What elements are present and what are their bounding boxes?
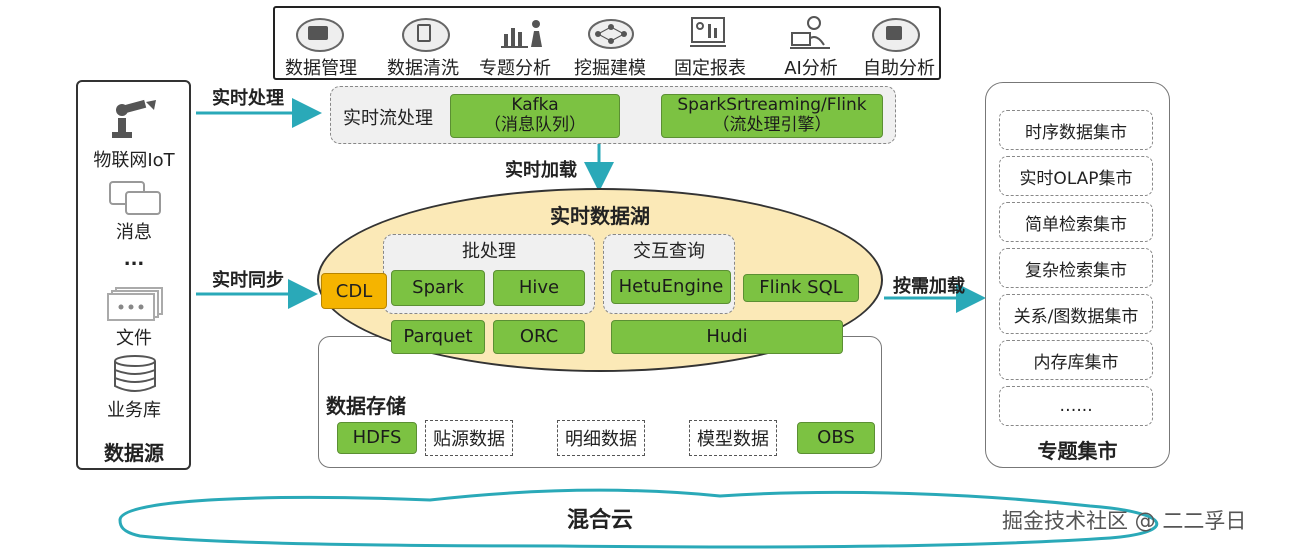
tool-label-fixed-report: 固定报表 [674, 58, 746, 79]
tool-label-ai-analysis: AI分析 [784, 58, 838, 79]
mart-relational-graph: 关系/图数据集市 [999, 294, 1153, 334]
source-file-label: 文件 [116, 328, 152, 349]
tool-icon-ai-analysis [790, 15, 832, 51]
data-lake-title: 实时数据湖 [550, 203, 650, 228]
obs-box: OBS [797, 422, 875, 454]
mart-simple-search: 简单检索集市 [999, 202, 1153, 242]
batch-processing-title: 批处理 [462, 241, 516, 262]
orc-box: ORC [493, 320, 585, 354]
spark-streaming-box: SparkSrtreaming/Flink （流处理引擎） [661, 94, 883, 138]
cdl-box: CDL [321, 273, 387, 309]
realtime-processing-label: 实时处理 [212, 88, 284, 109]
parquet-box: Parquet [391, 320, 485, 354]
data-storage-title: 数据存储 [326, 394, 406, 418]
hetuengine-box: HetuEngine [611, 270, 731, 304]
topic-marts-title: 专题集市 [1037, 438, 1118, 463]
realtime-sync-label: 实时同步 [212, 270, 284, 291]
detail-data-box: 明细数据 [557, 420, 645, 456]
watermark: 掘金技术社区 @ 二二孚日 [1002, 509, 1247, 533]
interactive-query-title: 交互查询 [633, 241, 705, 262]
data-sources-panel [76, 80, 191, 470]
hdfs-box: HDFS [337, 422, 417, 454]
spark-box: Spark [391, 270, 485, 306]
realtime-load-label: 实时加载 [505, 160, 577, 181]
tool-label-mining-modeling: 挖掘建模 [574, 58, 646, 79]
source-iot-label: 物联网IoT [93, 150, 175, 171]
source-ellipsis: ... [123, 248, 145, 270]
tool-label-data-management: 数据管理 [285, 58, 357, 79]
model-data-box: 模型数据 [689, 420, 777, 456]
on-demand-load-label: 按需加载 [893, 276, 965, 297]
flink-sql-box: Flink SQL [743, 274, 859, 302]
message-icon [108, 180, 164, 220]
tool-icon-topic-analysis [498, 16, 548, 50]
hudi-box: Hudi [611, 320, 843, 354]
topic-marts-panel [985, 82, 1170, 468]
kafka-name: Kafka [511, 95, 559, 116]
hybrid-cloud-shape [118, 488, 1159, 549]
kafka-box: Kafka （消息队列） [450, 94, 620, 138]
robot-arm-icon [108, 98, 158, 140]
stream-processing-label: 实时流处理 [343, 108, 433, 129]
spark-streaming-name: SparkSrtreaming/Flink [677, 95, 867, 116]
tool-icon-mining-modeling [586, 18, 636, 50]
kafka-desc: （消息队列） [484, 115, 586, 135]
mart-in-memory: 内存库集市 [999, 340, 1153, 380]
tool-label-topic-analysis: 专题分析 [479, 58, 551, 79]
spark-streaming-desc: （流处理引擎） [712, 115, 832, 135]
file-icon [106, 286, 166, 322]
source-message-label: 消息 [116, 222, 152, 243]
tool-label-self-service-analysis: 自助分析 [863, 58, 935, 79]
database-icon [110, 354, 160, 394]
source-data-box: 贴源数据 [425, 420, 513, 456]
tool-label-data-cleaning: 数据清洗 [387, 58, 459, 79]
data-sources-title: 数据源 [104, 440, 164, 465]
mart-realtime-olap: 实时OLAP集市 [999, 156, 1153, 196]
tool-bar [273, 6, 941, 80]
hybrid-cloud-label: 混合云 [566, 508, 633, 533]
tool-icon-fixed-report [688, 16, 728, 50]
source-database-label: 业务库 [107, 400, 161, 421]
mart-more: …... [999, 386, 1153, 426]
mart-complex-search: 复杂检索集市 [999, 248, 1153, 288]
hive-box: Hive [493, 270, 585, 306]
mart-timeseries: 时序数据集市 [999, 110, 1153, 150]
